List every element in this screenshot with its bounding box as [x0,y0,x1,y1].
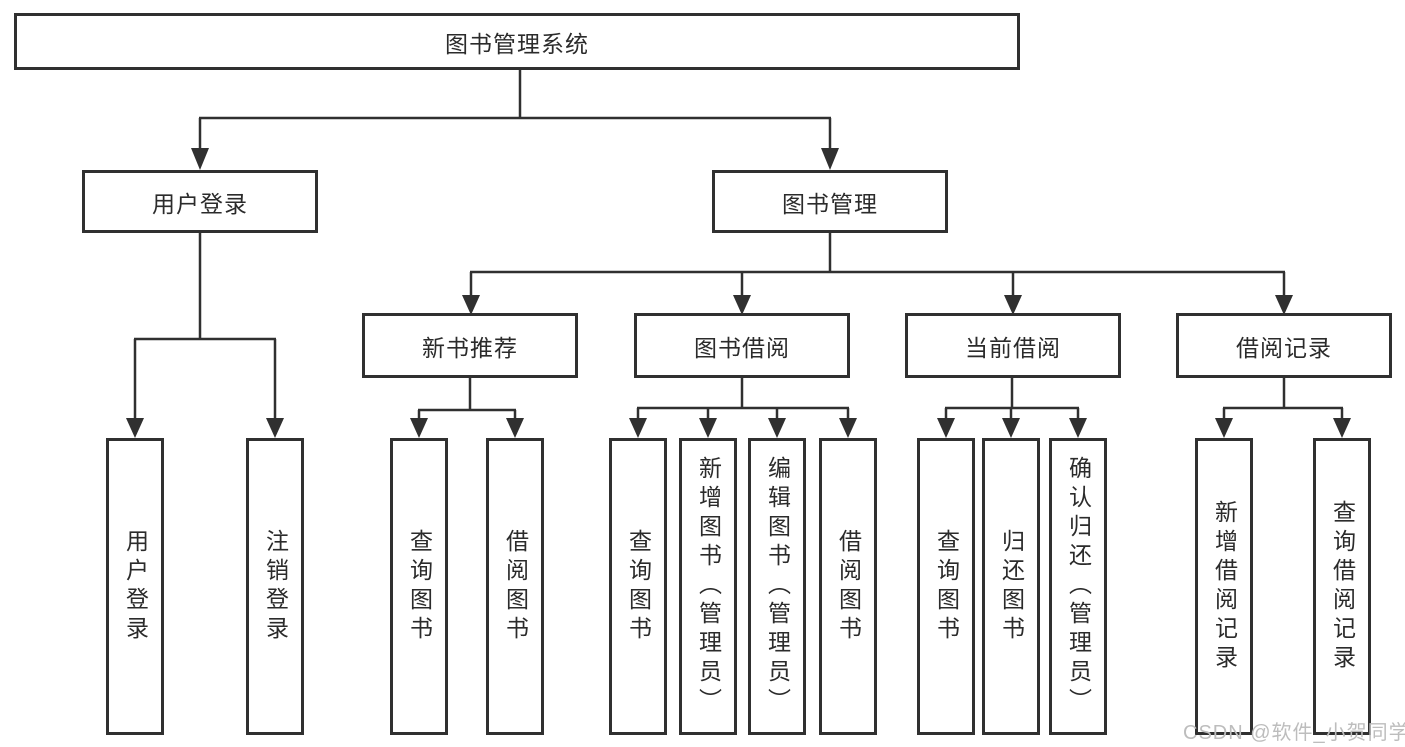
node-book-borrow: 图书借阅 [634,313,850,378]
leaf-query-books-recommend: 查询图书 [390,438,448,735]
leaf-logout: 注销登录 [246,438,304,735]
leaf-return-book-label: 归还图书 [998,528,1025,645]
leaf-borrow-books: 借阅图书 [819,438,877,735]
node-current-borrow: 当前借阅 [905,313,1121,378]
leaf-logout-label: 注销登录 [262,528,289,645]
node-new-book-recommend: 新书推荐 [362,313,578,378]
leaf-edit-book-admin-label: 编辑图书（管理员） [764,456,791,717]
leaf-confirm-return-admin-label: 确认归还（管理员） [1065,456,1092,717]
leaf-query-borrow-record-label: 查询借阅记录 [1329,499,1356,674]
leaf-query-borrow-record: 查询借阅记录 [1313,438,1371,735]
node-new-book-recommend-label: 新书推荐 [422,334,518,361]
leaf-query-books-recommend-label: 查询图书 [406,528,433,645]
leaf-user-login: 用户登录 [106,438,164,735]
node-book-management: 图书管理 [712,170,948,233]
leaf-add-borrow-record-label: 新增借阅记录 [1211,499,1238,674]
node-borrow-records-label: 借阅记录 [1236,334,1332,361]
leaf-query-books-current: 查询图书 [917,438,975,735]
leaf-borrow-books-recommend: 借阅图书 [486,438,544,735]
node-root: 图书管理系统 [14,13,1020,70]
leaf-add-book-admin-label: 新增图书（管理员） [695,456,722,717]
leaf-user-login-label: 用户登录 [122,528,149,645]
node-book-borrow-label: 图书借阅 [694,334,790,361]
node-current-borrow-label: 当前借阅 [965,334,1061,361]
node-book-management-label: 图书管理 [782,190,878,217]
node-user-login: 用户登录 [82,170,318,233]
leaf-confirm-return-admin: 确认归还（管理员） [1049,438,1107,735]
node-user-login-label: 用户登录 [152,190,248,217]
leaf-query-books-current-label: 查询图书 [933,528,960,645]
leaf-add-borrow-record: 新增借阅记录 [1195,438,1253,735]
node-root-label: 图书管理系统 [445,30,589,57]
watermark: CSDN @软件_小贺同学 [1183,722,1405,744]
leaf-borrow-books-recommend-label: 借阅图书 [502,528,529,645]
leaf-borrow-books-label: 借阅图书 [835,528,862,645]
leaf-edit-book-admin: 编辑图书（管理员） [748,438,806,735]
leaf-return-book: 归还图书 [982,438,1040,735]
leaf-add-book-admin: 新增图书（管理员） [679,438,737,735]
leaf-query-books-borrow: 查询图书 [609,438,667,735]
leaf-query-books-borrow-label: 查询图书 [625,528,652,645]
node-borrow-records: 借阅记录 [1176,313,1392,378]
